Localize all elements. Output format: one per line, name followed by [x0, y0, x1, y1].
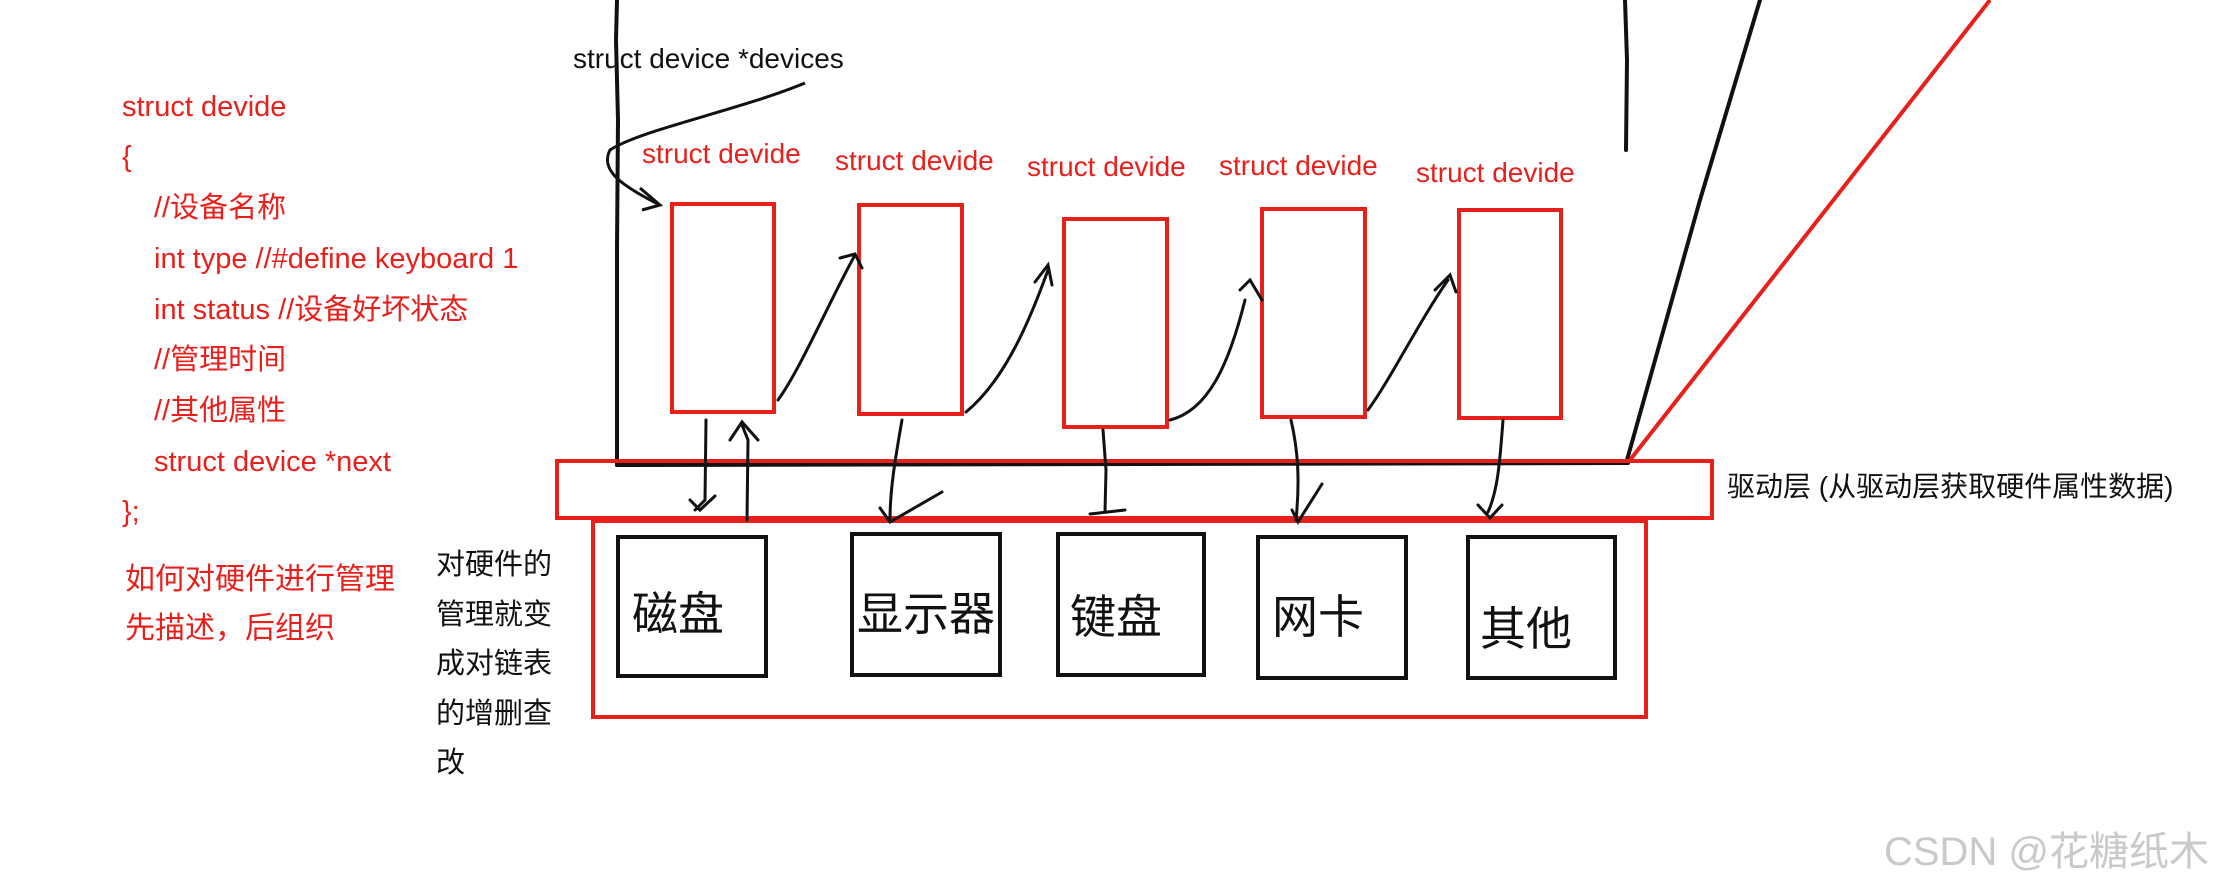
driver-arrow — [1289, 418, 1324, 526]
frame-bottom-line — [615, 461, 1630, 467]
list-node-box — [1062, 217, 1169, 429]
next-pointer-arrows — [776, 252, 1458, 422]
note-line: 如何对硬件进行管理 — [125, 563, 395, 596]
note-line: 先描述，后组织 — [125, 612, 335, 645]
hardware-label: 网卡 — [1272, 591, 1364, 643]
side-note-line: 的增删查 — [436, 697, 552, 730]
watermark: CSDN @花糖纸木 — [1884, 830, 2209, 874]
next-arrow — [1168, 277, 1264, 422]
side-note-line: 对硬件的 — [436, 548, 552, 581]
code-line: //设备名称 — [154, 191, 286, 224]
driver-arrow — [688, 418, 717, 513]
code-block: struct devide { //设备名称 int type //#defin… — [122, 91, 518, 528]
code-line: struct devide — [122, 91, 286, 123]
hardware-container — [591, 519, 1648, 719]
code-line: int type //#define keyboard 1 — [154, 243, 518, 275]
red-perspective-line — [1628, 0, 1992, 462]
os-frame — [613, 0, 1762, 467]
driver-arrow — [1088, 428, 1127, 516]
driver-arrow — [878, 418, 944, 524]
next-arrow — [776, 252, 864, 402]
management-notes: 如何对硬件进行管理 先描述，后组织 — [125, 563, 395, 645]
driver-layer-bar — [555, 459, 1714, 520]
next-arrow — [964, 261, 1054, 414]
code-line: //其他属性 — [154, 394, 286, 427]
frame-perspective-line — [1625, 0, 1762, 462]
driver-arrows — [688, 418, 1505, 526]
hardware-label: 磁盘 — [632, 588, 724, 640]
node-label: struct devide — [642, 138, 801, 169]
hardware-label: 其他 — [1480, 603, 1572, 655]
side-note-line: 管理就变 — [436, 598, 552, 631]
code-line: int status //设备好坏状态 — [154, 293, 468, 326]
list-node-box — [1260, 207, 1367, 419]
list-node-box — [670, 202, 776, 414]
hardware-box — [1056, 532, 1206, 677]
linked-list: struct devide struct devide struct devid… — [642, 138, 1575, 429]
frame-left-line — [613, 0, 621, 467]
hardware-label: 键盘 — [1070, 591, 1162, 643]
list-node-box — [857, 203, 964, 416]
frame-right-line — [1623, 0, 1630, 152]
driver-arrow — [728, 419, 760, 522]
hardware-devices — [616, 532, 1617, 680]
code-line: }; — [122, 496, 140, 528]
hardware-box — [850, 532, 1002, 677]
list-node-box — [1457, 208, 1563, 420]
next-arrow — [1366, 272, 1458, 412]
hardware-box — [1466, 535, 1617, 680]
head-pointer-arrow — [606, 81, 806, 212]
side-note-line: 改 — [436, 746, 465, 779]
node-label: struct devide — [835, 145, 994, 176]
driver-layer-label: 驱动层 (从驱动层获取硬件属性数据) — [1727, 471, 2173, 502]
hardware-box — [616, 535, 768, 678]
driver-arrow — [1476, 418, 1505, 521]
code-line: //管理时间 — [154, 343, 286, 376]
node-label: struct devide — [1416, 157, 1575, 188]
side-note-line: 成对链表 — [436, 647, 552, 680]
hardware-label: 显示器 — [857, 588, 995, 640]
code-line: struct device *next — [154, 446, 391, 478]
hardware-box — [1256, 535, 1408, 680]
side-note: 对硬件的 管理就变 成对链表 的增删查 改 — [436, 548, 552, 779]
node-label: struct devide — [1219, 150, 1378, 181]
node-label: struct devide — [1027, 151, 1186, 182]
head-pointer-label: struct device *devices — [573, 43, 844, 74]
code-line: { — [122, 141, 132, 173]
